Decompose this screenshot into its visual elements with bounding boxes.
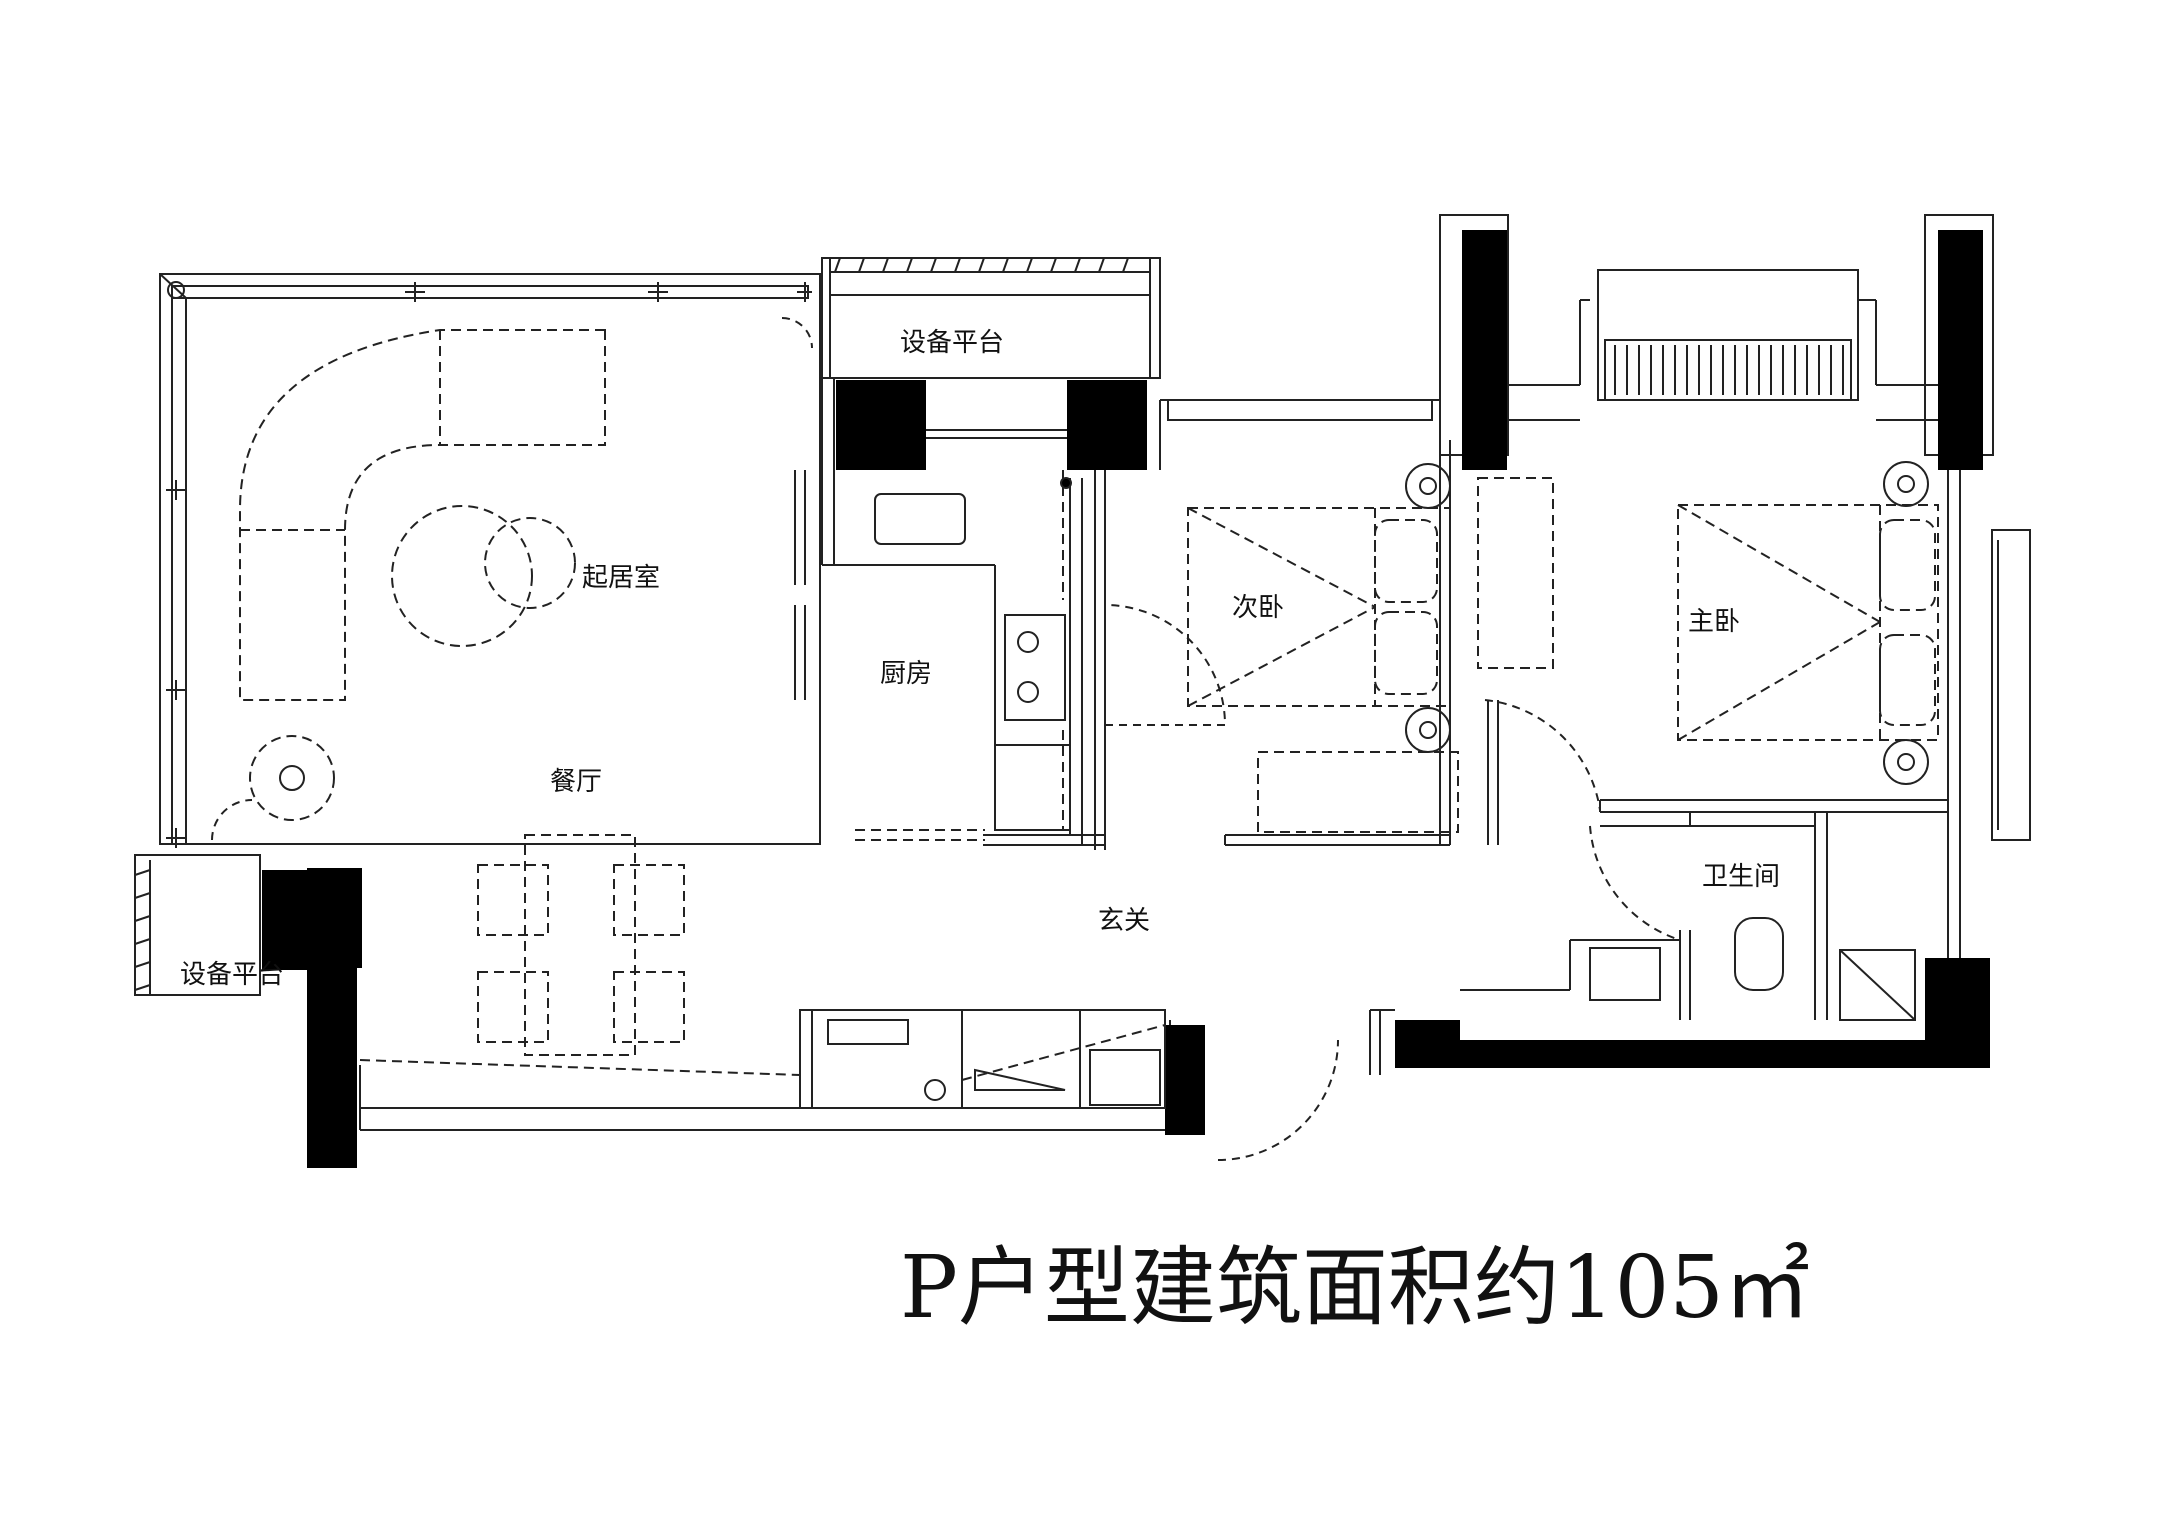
- shower-tray: [1839, 949, 1916, 1021]
- living-furniture: [239, 329, 985, 1056]
- bathroom-fixtures: [1589, 917, 1916, 1021]
- door-swing-bathroom: [1589, 825, 1681, 941]
- label-kitchen: 厨房: [880, 659, 932, 689]
- pipe-icon: [1060, 477, 1072, 489]
- bedroom-furniture: [1187, 461, 1939, 833]
- dining-chair: [613, 864, 685, 936]
- label-bathroom: 卫生间: [1702, 862, 1780, 892]
- pillow: [1374, 519, 1438, 603]
- pillow: [1879, 634, 1936, 726]
- label-second-bedroom: 次卧: [1232, 593, 1284, 623]
- lamp-base: [279, 765, 305, 791]
- stove: [1004, 614, 1066, 721]
- burner-icon: [1017, 681, 1039, 703]
- washing-machine: [1089, 1049, 1161, 1106]
- platform-railing-top: [830, 257, 1150, 273]
- fridge-cabinet: [994, 744, 1071, 831]
- drain-icon: [924, 1079, 946, 1101]
- floor-lamp: [249, 735, 335, 821]
- label-entrance: 玄关: [1098, 906, 1150, 936]
- cabinet-drawer: [827, 1019, 909, 1045]
- pillow: [1374, 611, 1438, 695]
- dining-chair: [477, 971, 549, 1043]
- door-swing-second-bedroom: [1104, 604, 1227, 726]
- structural-walls: [262, 230, 1990, 1168]
- kitchen-sink: [874, 493, 966, 545]
- platform-railing-left: [134, 860, 151, 995]
- burner-icon: [1017, 631, 1039, 653]
- nightstand-lamp-icon: [1405, 707, 1451, 753]
- window-markers: [166, 281, 812, 848]
- label-equipment-platform-top: 设备平台: [900, 328, 1004, 358]
- plan-title: P户型建筑面积约105㎡: [900, 1238, 1810, 1338]
- nightstand-lamp-icon: [1883, 739, 1929, 785]
- nightstand-lamp-icon: [1883, 461, 1929, 507]
- wardrobe-side: [1477, 477, 1554, 669]
- label-dining-room: 餐厅: [550, 767, 602, 797]
- label-master-bedroom: 主卧: [1688, 607, 1740, 637]
- appliance-icon: [974, 1068, 1066, 1091]
- door-swing-entrance: [1217, 1039, 1339, 1161]
- bed-master: [1677, 504, 1939, 741]
- door-swing-master: [1484, 699, 1601, 811]
- outer-walls: [134, 214, 2031, 1131]
- door-swings: [211, 317, 1681, 1161]
- label-living-room: 起居室: [582, 563, 660, 593]
- wardrobe-second: [1257, 751, 1459, 833]
- side-table: [484, 517, 576, 609]
- bathroom-sink: [1589, 947, 1661, 1001]
- label-equipment-platform-left: 设备平台: [180, 960, 284, 990]
- toilet: [1734, 917, 1784, 991]
- dining-chair: [613, 971, 685, 1043]
- dining-table: [524, 834, 636, 1056]
- dining-chair: [477, 864, 549, 936]
- bed-second: [1187, 507, 1451, 707]
- nightstand-lamp-icon: [1405, 463, 1451, 509]
- kitchen-fixtures: [874, 470, 1071, 831]
- entrance-cabinets: [359, 1009, 1166, 1109]
- pillow: [1879, 519, 1936, 611]
- sofa: [239, 329, 606, 701]
- balcony-railing-master: [1614, 345, 1844, 395]
- coffee-table: [391, 505, 533, 647]
